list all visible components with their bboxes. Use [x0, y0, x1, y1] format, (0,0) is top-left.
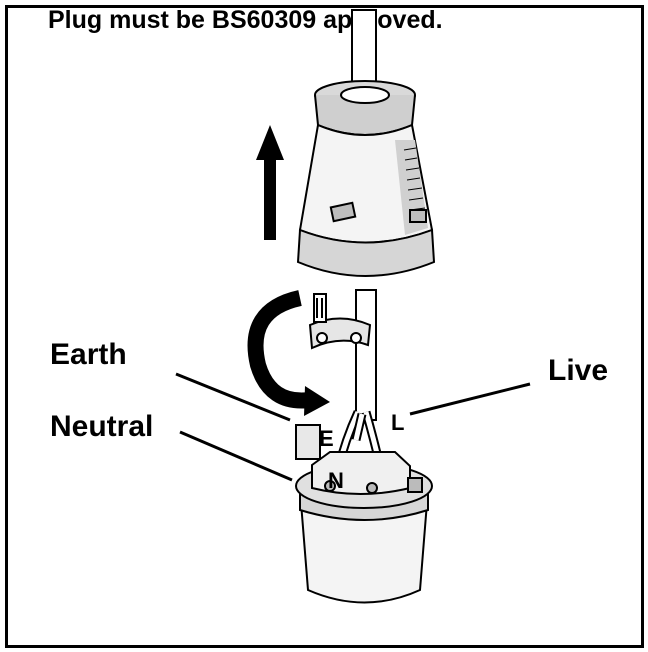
earth-label: Earth — [50, 338, 127, 371]
plug-cap — [296, 80, 436, 277]
plug-base — [295, 424, 433, 604]
neutral-leader-line — [179, 430, 293, 482]
earth-pin-letter: E — [319, 426, 334, 451]
live-pin-letter: L — [391, 410, 404, 435]
live-label: Live — [548, 354, 609, 387]
up-arrow-icon — [256, 125, 284, 240]
live-leader-line — [409, 382, 531, 416]
neutral-pin-letter: N — [328, 468, 344, 493]
rotate-arrow-icon — [247, 290, 330, 416]
cord-grip-clamp — [308, 293, 372, 350]
earth-leader-line — [175, 372, 291, 422]
neutral-label: Neutral — [50, 410, 154, 443]
